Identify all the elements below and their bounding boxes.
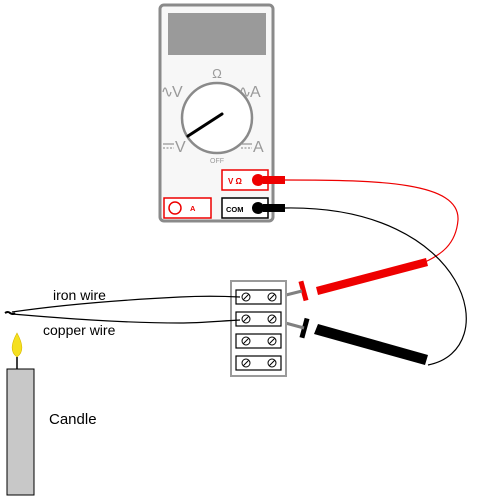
jack-vohm[interactable]: V Ω xyxy=(221,169,269,191)
iron-wire xyxy=(11,295,241,313)
ac-wave-icon xyxy=(240,87,250,97)
red-plug xyxy=(263,176,285,184)
jack-a-socket[interactable] xyxy=(168,201,182,215)
jack-a-frame xyxy=(163,197,212,219)
jack-a-label: A xyxy=(190,204,196,213)
dc-voltage-symbol: V xyxy=(175,139,186,156)
black-plug xyxy=(263,204,285,212)
screw-slot xyxy=(243,294,249,300)
ac-current-setting: A xyxy=(240,84,261,101)
jack-com-label: COM xyxy=(226,205,244,214)
multimeter-display xyxy=(168,13,266,55)
jack-vohm-label: V Ω xyxy=(228,177,243,186)
screw-slot xyxy=(269,360,275,366)
copper-wire xyxy=(11,313,241,324)
ohm-symbol: Ω xyxy=(212,66,222,81)
ac-voltage-symbol: V xyxy=(172,84,183,101)
terminal-strip xyxy=(230,280,287,377)
jack-a[interactable]: A xyxy=(163,197,212,219)
candle-label: Candle xyxy=(49,411,97,428)
black-probe-guard xyxy=(299,317,310,339)
screw-slot xyxy=(269,316,275,322)
dc-voltage-setting: V xyxy=(163,139,186,156)
screw-slot xyxy=(243,360,249,366)
screw-slot xyxy=(269,294,275,300)
screw-slot xyxy=(243,338,249,344)
ac-voltage-setting: V xyxy=(162,84,183,101)
screw-slot xyxy=(269,338,275,344)
jack-com[interactable]: COM xyxy=(221,197,269,219)
multimeter: Ω V A V A OFF V Ω xyxy=(158,3,275,223)
red-probe-guard xyxy=(298,280,309,302)
jack-com-socket[interactable] xyxy=(252,202,264,214)
red-lead-cable xyxy=(284,179,459,263)
iron-wire-label: iron wire xyxy=(53,287,106,303)
dc-current-setting: A xyxy=(241,139,264,156)
selector-knob-pointer xyxy=(186,112,224,138)
candle-body xyxy=(6,368,35,496)
candle-flame xyxy=(11,332,23,358)
black-lead-cable xyxy=(284,207,467,366)
red-probe-handle xyxy=(316,258,428,295)
black-probe-handle xyxy=(314,324,428,365)
ac-current-symbol: A xyxy=(250,84,261,101)
off-label: OFF xyxy=(210,158,224,165)
candle xyxy=(6,332,35,496)
ac-wave-icon xyxy=(162,87,172,97)
thermocouple-junction xyxy=(4,311,16,315)
copper-wire-label: copper wire xyxy=(43,322,116,338)
dc-current-symbol: A xyxy=(253,139,264,156)
black-test-lead xyxy=(263,204,467,366)
jack-vohm-socket[interactable] xyxy=(252,174,264,186)
thermocouple-wires xyxy=(4,295,241,324)
red-test-lead xyxy=(263,176,459,302)
screw-slot xyxy=(243,316,249,322)
